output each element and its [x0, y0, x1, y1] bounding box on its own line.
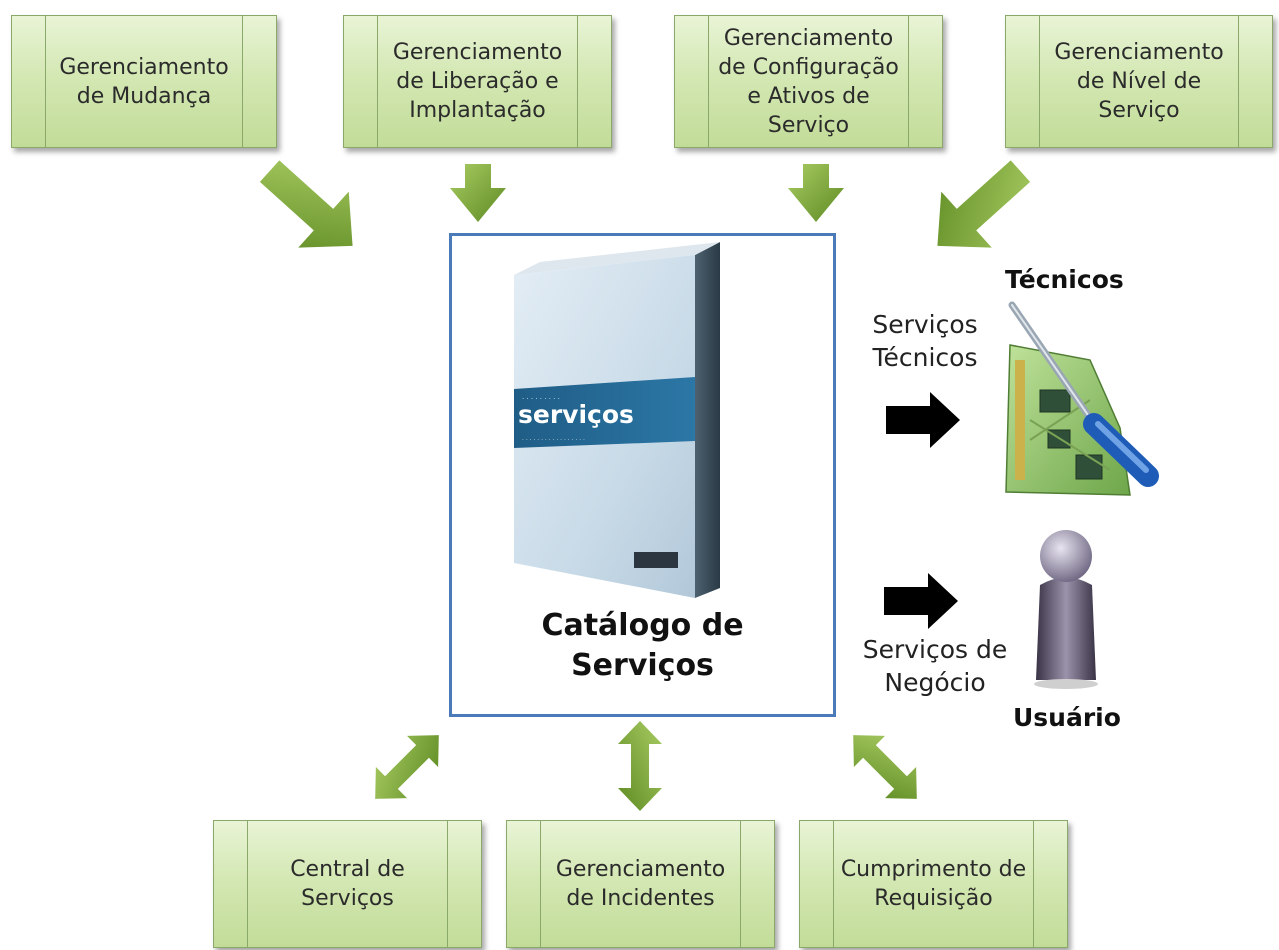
- arrow-mudanca-to-catalog: [259, 160, 353, 248]
- process-box-central-de-servicos: Central de Serviços: [213, 820, 482, 948]
- process-box-cumprimento-de-requisicao: Cumprimento de Requisição: [799, 820, 1068, 948]
- catalog-title: Catálogo de Serviços: [449, 606, 836, 686]
- business-services-line1: Serviços de: [862, 635, 1008, 664]
- process-label: Gerenciamento de Incidentes: [555, 857, 726, 911]
- process-box-gerenciamento-de-mudanca: Gerenciamento de Mudança: [11, 15, 277, 148]
- business-services-label: Serviços de Negócio: [840, 633, 1030, 699]
- role-tecnicos: Técnicos: [1005, 265, 1124, 294]
- user-person-icon: [1034, 530, 1098, 689]
- business-services-line2: Negócio: [884, 668, 986, 697]
- technical-services-label: Serviços Técnicos: [850, 308, 1000, 374]
- process-label: Central de Serviços: [290, 857, 405, 911]
- process-label: Cumprimento de Requisição: [840, 857, 1027, 911]
- technician-tools-icon: [1005, 301, 1159, 496]
- process-label: Gerenciamento de Liberação e Implantação: [392, 40, 563, 123]
- catalog-product-box: . . . . . . . . . . . . . . . . . . . . …: [514, 242, 720, 598]
- svg-text:. . . . . . . . . . . . . . .: . . . . . . . . . . . . . . . . .: [522, 435, 585, 442]
- process-label: Gerenciamento de Nível de Serviço: [1054, 40, 1224, 123]
- process-box-gerenciamento-de-liberacao: Gerenciamento de Liberação e Implantação: [343, 15, 612, 148]
- technical-services-line2: Técnicos: [872, 343, 978, 372]
- technical-services-line1: Serviços: [872, 310, 978, 339]
- arrow-nivel-servico-to-catalog: [937, 160, 1031, 248]
- arrow-to-usuario: [884, 573, 958, 629]
- process-label: Gerenciamento de Configuração e Ativos d…: [718, 25, 899, 138]
- process-box-gerenciamento-de-incidentes: Gerenciamento de Incidentes: [506, 820, 775, 948]
- svg-text:. . . . . . . . .: . . . . . . . . .: [522, 393, 560, 401]
- double-arrow-cumprimento-requisicao: [853, 735, 917, 799]
- role-usuario: Usuário: [1013, 703, 1121, 732]
- arrow-configuracao-to-catalog: [788, 164, 844, 222]
- catalog-title-line1: Catálogo de: [541, 608, 744, 643]
- arrow-to-tecnicos: [886, 392, 960, 448]
- arrow-liberacao-to-catalog: [450, 164, 506, 222]
- process-box-gerenciamento-de-nivel-de-servico: Gerenciamento de Nível de Serviço: [1005, 15, 1273, 148]
- process-label: Gerenciamento de Mudança: [59, 54, 229, 109]
- double-arrow-central-de-servicos: [375, 735, 439, 799]
- process-box-gerenciamento-de-configuracao: Gerenciamento de Configuração e Ativos d…: [674, 15, 943, 148]
- double-arrow-incidentes: [618, 721, 662, 811]
- catalog-box-word: serviços: [518, 400, 634, 429]
- catalog-title-line2: Serviços: [571, 648, 714, 683]
